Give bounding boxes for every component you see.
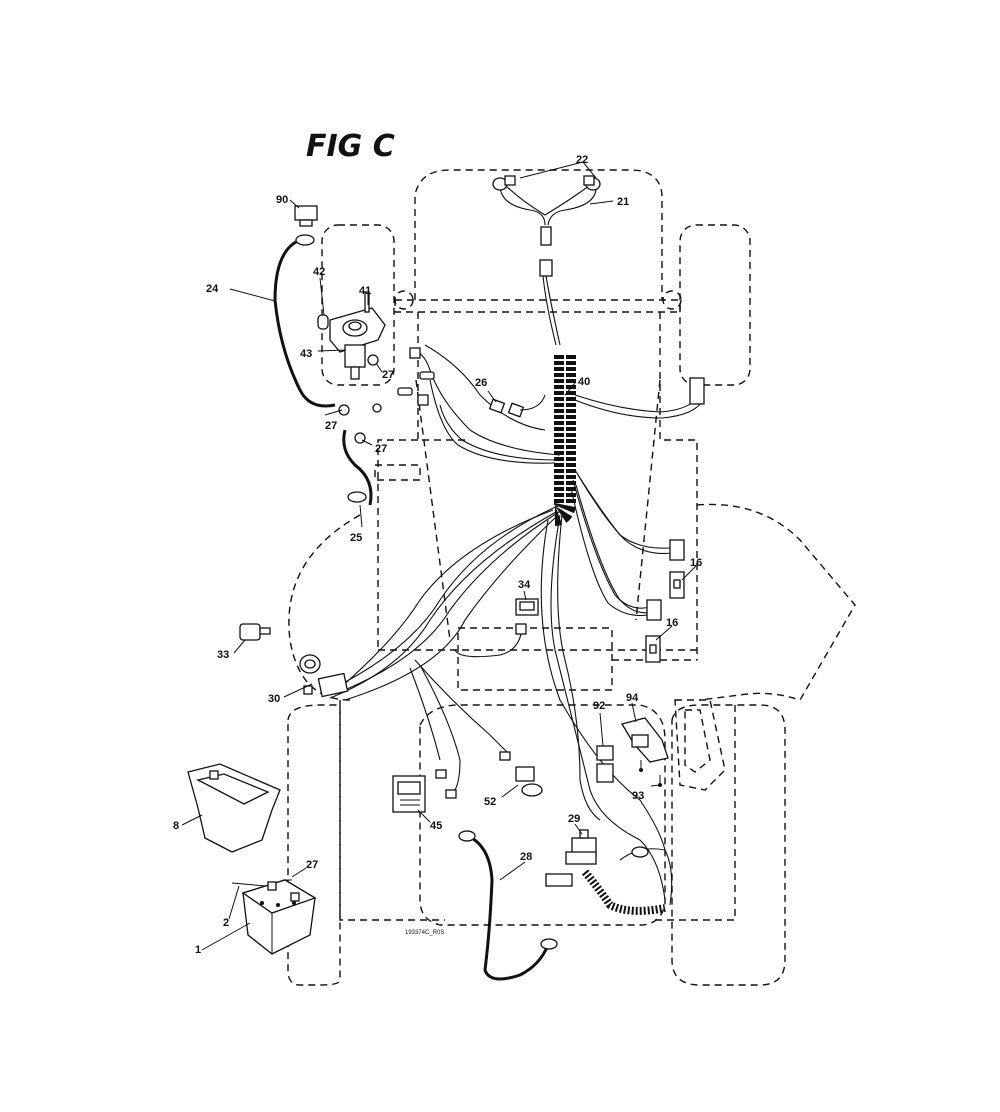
pto-switch	[620, 717, 669, 763]
callout-26: 26	[475, 377, 487, 389]
bolt-2	[231, 882, 267, 887]
battery-box	[187, 763, 281, 853]
headlight-connector-top	[540, 226, 552, 246]
callout-94: 94	[626, 692, 639, 704]
main-wire-harness	[329, 344, 705, 901]
washer-27-c	[372, 403, 382, 413]
switch-34	[454, 598, 539, 658]
coil-terminal	[631, 846, 649, 858]
coil-cord	[581, 869, 666, 915]
callout-2: 2	[223, 917, 229, 929]
battery	[241, 879, 317, 955]
callout-16-lower: 16	[666, 617, 678, 629]
ignition-key	[239, 623, 271, 641]
callout-25: 25	[350, 532, 362, 544]
callout-45: 45	[430, 820, 442, 832]
cable-24-ring-terminal	[295, 234, 315, 246]
cable-28-terminal-bottom	[540, 938, 558, 950]
leader-lines	[181, 161, 697, 951]
right-side-connector	[689, 377, 705, 405]
callout-28: 28	[520, 851, 532, 863]
callout-34: 34	[518, 579, 531, 591]
terminal-b	[445, 789, 457, 799]
headlight-bulb-right	[583, 175, 601, 191]
callout-41: 41	[359, 285, 371, 297]
callout-43: 43	[300, 348, 312, 360]
washer-27-top	[367, 354, 379, 366]
callout-1: 1	[195, 944, 201, 956]
battery-cable-24	[273, 238, 336, 408]
terminal-c	[499, 751, 511, 761]
callout-labels: 90 22 21 24 42 41 43 27 27 27 25 26 40 1…	[173, 154, 702, 956]
part-90	[294, 205, 318, 227]
figure-title: FIG C	[306, 129, 395, 164]
switch-29	[565, 829, 597, 865]
inline-fuse	[419, 371, 435, 380]
callout-93: 93	[632, 790, 644, 802]
bolt-41	[364, 291, 370, 313]
washer-27-b	[354, 432, 366, 444]
callout-21: 21	[617, 196, 629, 208]
headlight-harness	[499, 182, 597, 346]
callout-52: 52	[484, 796, 496, 808]
callout-24: 24	[206, 283, 219, 295]
headlight-bulb-left	[492, 175, 516, 191]
boot-42	[317, 314, 329, 330]
module-45	[392, 775, 426, 813]
connector-26	[488, 394, 546, 418]
key-connector	[409, 347, 421, 359]
callout-90: 90	[276, 194, 288, 206]
callout-40: 40	[578, 376, 590, 388]
cable-25	[342, 429, 373, 506]
callout-42: 42	[313, 266, 325, 278]
ground-terminal	[417, 394, 429, 406]
callout-29: 29	[568, 813, 580, 825]
cable-28-terminal-top	[458, 830, 476, 842]
callout-33: 33	[217, 649, 229, 661]
callout-22: 22	[576, 154, 588, 166]
callout-92: 92	[593, 700, 605, 712]
cable-25-ring-terminal	[347, 491, 367, 503]
callout-8: 8	[173, 820, 179, 832]
callout-27-lower: 27	[375, 443, 387, 455]
callout-30: 30	[268, 693, 280, 705]
callout-27-battery: 27	[306, 859, 318, 871]
callout-27-top: 27	[382, 369, 394, 381]
callout-27-mid: 27	[325, 420, 337, 432]
washer-27-a	[338, 404, 350, 416]
callout-16-upper: 16	[690, 557, 702, 569]
seat-switch	[515, 766, 543, 797]
connector-29-plug	[545, 873, 573, 887]
ignition-switch	[299, 654, 349, 698]
connector-92	[596, 745, 614, 783]
starter-solenoid	[317, 291, 386, 380]
terminal-a	[435, 769, 447, 779]
fuse-holder	[397, 387, 413, 396]
headlight-connector-bottom	[539, 259, 553, 277]
negative-cable-28	[465, 833, 550, 981]
connector-16-upper	[669, 539, 685, 599]
connector-16-lower	[645, 599, 662, 663]
drawing-code: 193374C_R0S	[405, 930, 444, 936]
